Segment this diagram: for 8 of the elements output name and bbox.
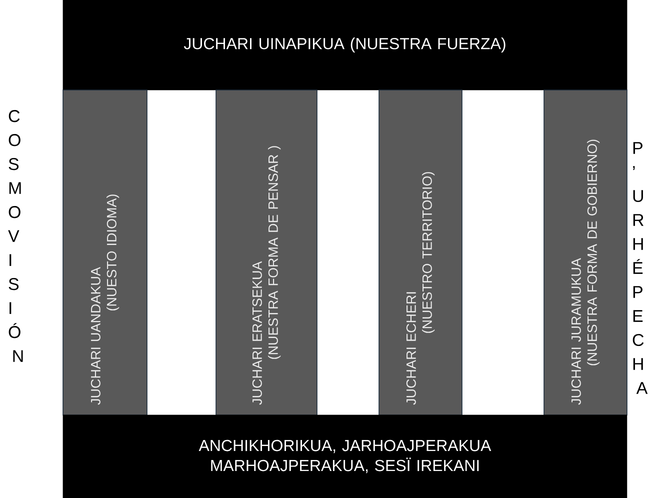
side-label: COSMOVISIÓN [8,110,23,362]
band-box: ANCHIKHORIKUA, JARHOAJPERAKUA MARHOAJPERAKUA, SESÏ IREKANI [62,414,628,498]
pillar-box: JUCHARI UANDAKUA (NUESTO IDIOMA) [62,90,148,416]
pillar-box: JUCHARI ECHERI (NUESTRO TERRITORIO) [378,90,462,416]
pillar-box: JUCHARI JURAMUKUA (NUESTRA FORMA DE GOBIERNO) [544,90,628,416]
pillar-box: JUCHARI ERATSEKUA (NUESTRA FORMA DE PENSAR ) [216,90,318,416]
side-label: P’URHÉPECHA [632,142,648,394]
band-box: JUCHARI UINAPIKUA (NUESTRA FUERZA) [62,0,628,90]
